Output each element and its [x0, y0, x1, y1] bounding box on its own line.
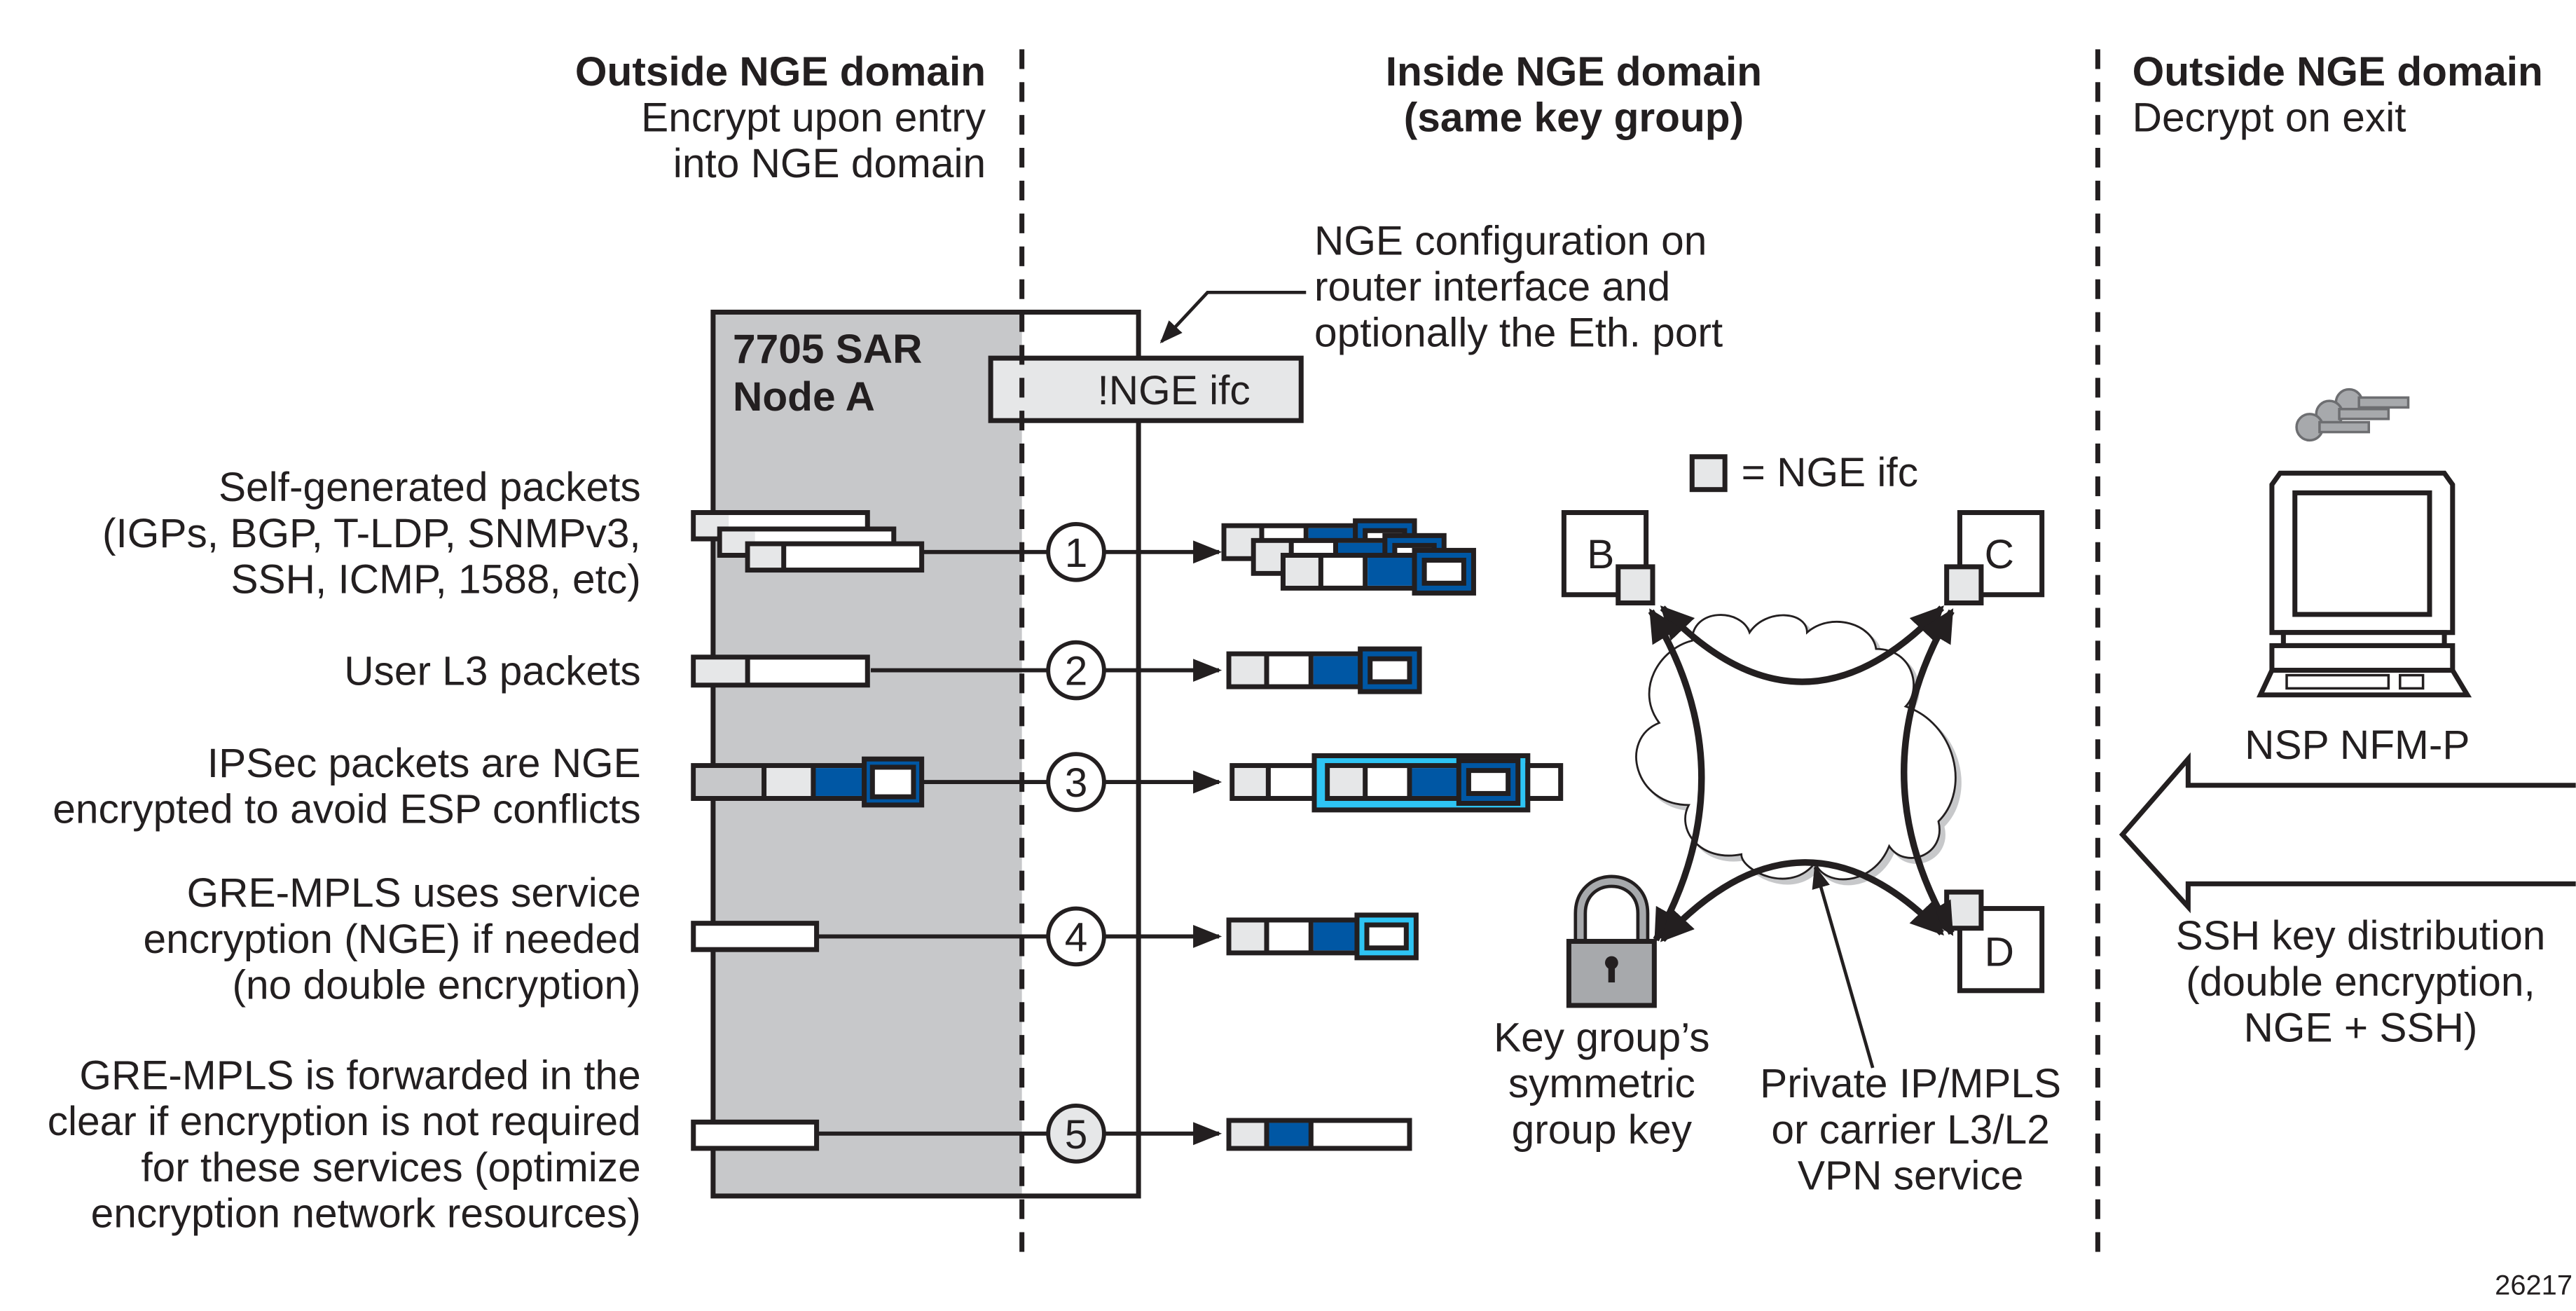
- svg-text:D: D: [1985, 930, 2014, 975]
- node-a-body: [712, 312, 1022, 1196]
- nge-ifc-label: !NGE ifc: [1098, 368, 1251, 413]
- network-pointer: [1812, 865, 1875, 1069]
- flow-5-label: GRE-MPLS is forwarded in the: [79, 1052, 640, 1098]
- callout-text: optionally the Eth. port: [1314, 310, 1723, 356]
- left-header-line: Encrypt upon entry: [641, 95, 986, 141]
- packet-3-ipsec: [691, 756, 925, 808]
- node-c: C: [1944, 510, 2045, 605]
- svg-text:5: 5: [1065, 1112, 1088, 1158]
- svg-text:1: 1: [1065, 530, 1088, 576]
- node-a-outline: [710, 309, 1141, 1199]
- legend-label: = NGE ifc: [1742, 450, 1918, 495]
- callout-text: NGE configuration on: [1314, 218, 1707, 263]
- network-label: Private IP/MPLS: [1760, 1061, 2061, 1106]
- packet-4-clear: [691, 921, 820, 952]
- flow-connectors: [818, 540, 1222, 1146]
- left-header-title: Outside NGE domain: [575, 49, 986, 95]
- nms-label: NSP NFM-P: [2245, 722, 2470, 768]
- nge-ifc-legend-swatch: [1689, 454, 1728, 493]
- svg-text:3: 3: [1065, 760, 1088, 806]
- callout-arrow: [1159, 290, 1307, 344]
- flow-4-label: encryption (NGE) if needed: [144, 917, 641, 962]
- flow-1-label: Self-generated packets: [219, 465, 641, 510]
- flow-1-marker: 1: [1046, 522, 1106, 582]
- flow-1-label: (IGPs, BGP, T-LDP, SNMPv3,: [102, 511, 641, 556]
- flow-3-label: IPSec packets are NGE: [207, 741, 641, 786]
- ssh-label: (double encryption,: [2186, 959, 2535, 1005]
- nge-ifc-box: [988, 355, 1304, 423]
- svg-text:2: 2: [1065, 649, 1088, 694]
- left-header-line: into NGE domain: [673, 141, 986, 186]
- center-header-subtitle: (same key group): [1404, 95, 1744, 141]
- key-group-label: group key: [1512, 1107, 1693, 1153]
- key-group-label: Key group’s: [1494, 1015, 1709, 1061]
- flow-5-marker: 5: [1046, 1103, 1106, 1164]
- packet-5-clear-forwarded: [1226, 1118, 1412, 1151]
- keys-icon: [2295, 387, 2410, 442]
- packet-4-encrypted: [1226, 912, 1419, 961]
- flow-3-marker: 3: [1046, 752, 1106, 812]
- flow-2-marker: 2: [1046, 640, 1106, 701]
- svg-text:C: C: [1985, 532, 2014, 577]
- svg-text:4: 4: [1065, 915, 1088, 961]
- packet-1-clear: [691, 510, 925, 573]
- packet-5-clear: [691, 1119, 820, 1151]
- flow-1-label: SSH, ICMP, 1588, etc): [230, 556, 640, 602]
- ssh-label: NGE + SSH): [2244, 1005, 2478, 1050]
- packet-1-encrypted: [1224, 521, 1473, 593]
- flow-4-label: GRE-MPLS uses service: [187, 870, 641, 916]
- right-header-line: Decrypt on exit: [2133, 95, 2406, 141]
- center-header-title: Inside NGE domain: [1386, 49, 1762, 95]
- key-group-label: symmetric: [1508, 1061, 1695, 1106]
- right-header-title: Outside NGE domain: [2133, 49, 2543, 95]
- node-a-label: Node A: [733, 374, 875, 420]
- flow-3-label: encrypted to avoid ESP conflicts: [53, 787, 640, 832]
- ssh-key-distribution-arrow: [2119, 752, 2576, 914]
- flow-5-label: clear if encryption is not required: [48, 1099, 641, 1144]
- node-d: D: [1944, 889, 2045, 994]
- node-b: B: [1561, 510, 1655, 605]
- encrypted-links: [1648, 605, 1955, 943]
- flow-5-label: encryption network resources): [91, 1190, 641, 1236]
- svg-text:B: B: [1587, 532, 1614, 577]
- node-a-label: 7705 SAR: [733, 327, 922, 372]
- flow-labels: Self-generated packets (IGPs, BGP, T-LDP…: [48, 465, 641, 1236]
- packet-2-encrypted: [1229, 649, 1419, 692]
- computer-icon: [2256, 470, 2472, 698]
- flow-2-label: User L3 packets: [344, 649, 641, 694]
- packet-3-encrypted: [1230, 753, 1564, 813]
- ssh-label: SSH key distribution: [2176, 913, 2546, 959]
- flow-5-label: for these services (optimize: [141, 1145, 640, 1190]
- network-label: VPN service: [1798, 1153, 2023, 1198]
- network-label: or carrier L3/L2: [1771, 1107, 2049, 1153]
- flow-4-marker: 4: [1046, 906, 1106, 967]
- figure-id: 26217: [2495, 1270, 2572, 1301]
- flow-4-label: (no double encryption): [233, 963, 641, 1008]
- lock-icon: [1566, 874, 1657, 1008]
- callout-text: router interface and: [1314, 264, 1670, 310]
- packet-2-clear: [691, 654, 870, 688]
